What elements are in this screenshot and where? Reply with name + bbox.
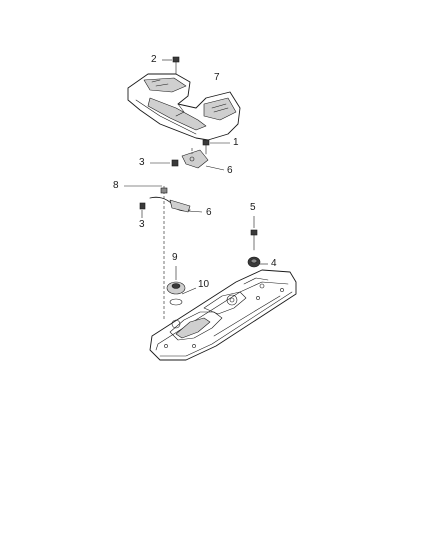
callout-9: 9 bbox=[172, 252, 178, 263]
callout-7: 7 bbox=[214, 72, 220, 83]
nut-part-3-upper bbox=[150, 159, 179, 167]
valve-cover bbox=[149, 269, 297, 361]
bracket-part-6-upper bbox=[181, 148, 225, 171]
clip-part-3-lower bbox=[139, 202, 146, 218]
engine-cover-part-7 bbox=[127, 73, 241, 141]
screw-part-2 bbox=[162, 56, 180, 75]
callout-2: 2 bbox=[151, 54, 157, 65]
o-ring-part-10 bbox=[169, 287, 197, 306]
callout-1: 1 bbox=[233, 137, 239, 148]
harness-part-8 bbox=[124, 185, 191, 320]
bracket-part-6-lower bbox=[187, 210, 203, 213]
bolt-part-5 bbox=[250, 216, 258, 251]
callout-3-upper: 3 bbox=[139, 157, 145, 168]
callout-6-lower: 6 bbox=[206, 207, 212, 218]
grommet-part-4 bbox=[247, 256, 268, 268]
callout-6-upper: 6 bbox=[227, 165, 233, 176]
bolt-part-1 bbox=[202, 139, 230, 155]
callout-3-lower: 3 bbox=[139, 219, 145, 230]
callout-8: 8 bbox=[113, 180, 119, 191]
callout-5: 5 bbox=[250, 202, 256, 213]
callout-4: 4 bbox=[271, 258, 277, 269]
oil-cap-part-9 bbox=[166, 266, 186, 295]
callout-10: 10 bbox=[198, 279, 210, 290]
